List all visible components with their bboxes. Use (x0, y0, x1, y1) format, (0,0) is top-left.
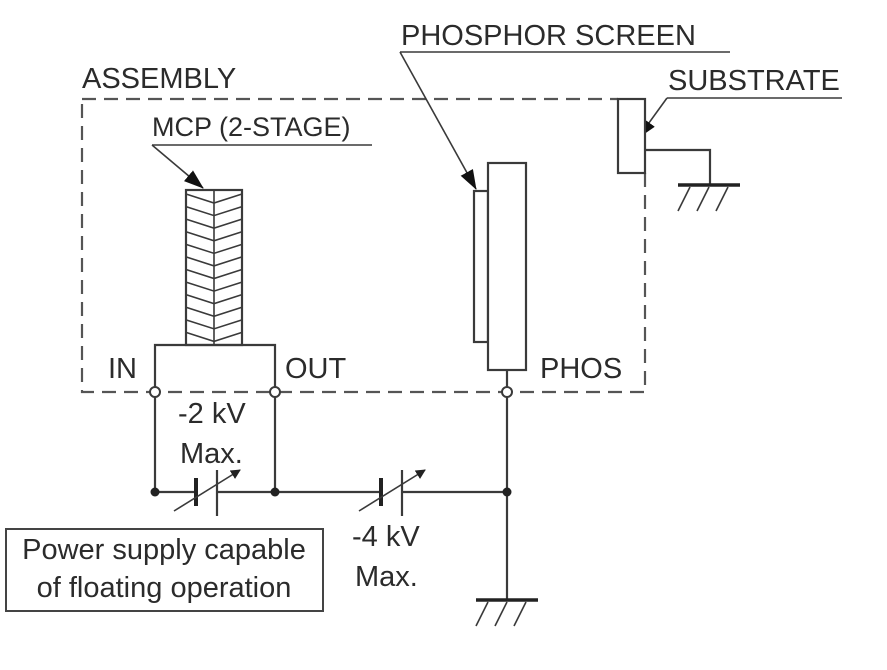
assembly-label: ASSEMBLY (82, 63, 236, 95)
mcp-label: MCP (2-STAGE) (152, 112, 351, 142)
ground-icon (475, 598, 538, 627)
mcp-channel-chevron (185, 293, 243, 305)
substrate (616, 97, 712, 185)
substrate-leader (637, 97, 842, 139)
mcp-channel-chevron (185, 319, 243, 330)
terminal-out-label: OUT (285, 353, 347, 385)
assembly-boundary (80, 97, 647, 394)
terminal-out-node (269, 386, 281, 398)
mcp-channel-chevron (185, 281, 243, 292)
mcp-channel-chevron (185, 256, 243, 267)
phosphor-screen-label: PHOSPHOR SCREEN (401, 20, 696, 52)
mcp-channel-chevron (185, 230, 243, 242)
note-line-1: Power supply capable (22, 534, 306, 566)
variable-supply-icon-mcp (173, 469, 241, 516)
phosphor-supply-voltage: -4 kV (352, 521, 420, 553)
phosphor-supply-qualifier: Max. (355, 561, 418, 593)
mcp-supply-qualifier: Max. (180, 438, 243, 470)
floating-supply-note: Power supply capable of floating operati… (5, 528, 324, 612)
note-line-2: of floating operation (37, 572, 292, 604)
terminal-in-label: IN (108, 353, 137, 385)
terminal-phos-node (501, 386, 513, 398)
mcp-channel-chevron (185, 306, 243, 318)
mcp-supply-voltage: -2 kV (178, 398, 246, 430)
terminal-phos-label: PHOS (540, 353, 622, 385)
junction-dots (150, 487, 512, 497)
phosphor-screen (472, 161, 528, 392)
mcp-channel-chevron (185, 205, 243, 217)
substrate-ground-icon (677, 183, 740, 212)
mcp-channel-chevron (185, 193, 243, 204)
mcp-stack (184, 188, 244, 347)
external-wiring (153, 397, 509, 600)
mcp-channel-chevron (185, 268, 243, 280)
phosphor-leader (399, 51, 730, 190)
mcp-channel-chevron (185, 218, 243, 230)
mcp-channel-chevron (185, 331, 243, 343)
variable-supply-icon-phosphor (358, 469, 426, 516)
mcp-leader (151, 144, 372, 189)
substrate-label: SUBSTRATE (668, 65, 840, 97)
terminal-in-node (149, 386, 161, 398)
mcp-channel-chevron (185, 243, 243, 255)
mcp-electrode-wires (153, 343, 277, 392)
